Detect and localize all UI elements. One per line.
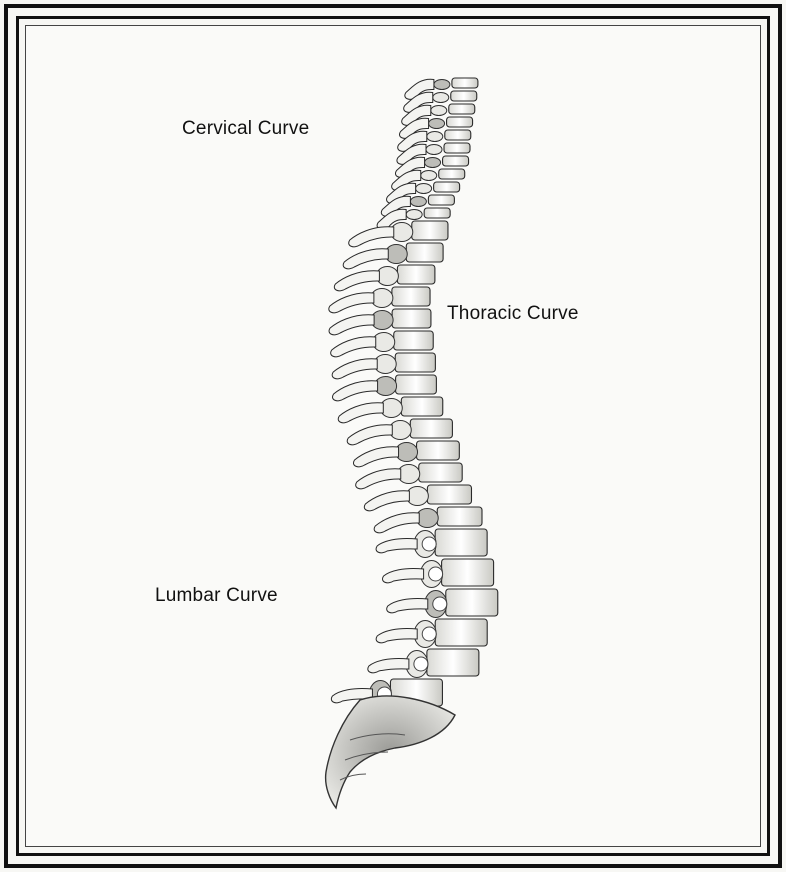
vertebral-body [445, 130, 471, 140]
vertebral-body [395, 353, 435, 372]
spinous-process [364, 491, 409, 511]
vertebral-body [401, 397, 442, 416]
spinous-process [376, 628, 417, 642]
vertebral-body [424, 208, 450, 218]
vertebrae-group [329, 78, 498, 708]
thoracic-curve-label: Thoracic Curve [447, 303, 579, 325]
vertebral-body [392, 287, 430, 306]
vertebral-body [397, 265, 435, 284]
vertebral-body [412, 221, 448, 240]
vertebra [368, 649, 479, 678]
vertebral-body [428, 195, 454, 205]
vertebra [376, 529, 487, 558]
spinous-process [347, 425, 392, 445]
spinous-process [368, 658, 409, 672]
spinous-process [329, 315, 374, 335]
lumbar-curve-label: Lumbar Curve [155, 585, 278, 607]
spinous-process [332, 359, 377, 379]
spinous-process [343, 249, 388, 269]
vertebral-arch [406, 210, 422, 220]
vertebral-arch [416, 184, 432, 194]
vertebral-body [443, 156, 469, 166]
vertebral-body [444, 143, 470, 153]
vertebra [376, 619, 487, 648]
vertebral-body [449, 104, 475, 114]
vertebral-arch [425, 158, 441, 168]
vertebral-arch [429, 119, 445, 129]
vertebral-arch [431, 106, 447, 116]
spinous-process [387, 598, 428, 612]
vertebral-body [435, 619, 487, 646]
spinous-process [333, 381, 378, 401]
spinous-process [374, 513, 419, 533]
intervertebral-foramen [414, 657, 428, 671]
spinous-process [383, 568, 424, 582]
spinous-process [334, 271, 379, 291]
spinous-process [353, 447, 398, 467]
vertebral-body [419, 463, 462, 482]
vertebral-arch [426, 145, 442, 155]
vertebra [383, 559, 494, 588]
vertebral-body [451, 91, 477, 101]
vertebral-body [434, 182, 460, 192]
spinous-process [376, 538, 417, 552]
vertebral-body [452, 78, 478, 88]
spinous-process [329, 293, 374, 313]
vertebral-body [410, 419, 452, 438]
intervertebral-foramen [433, 597, 447, 611]
vertebral-body [447, 117, 473, 127]
spinous-process [356, 469, 401, 489]
vertebral-body [437, 507, 482, 526]
vertebral-body [406, 243, 443, 262]
vertebral-body [446, 589, 498, 616]
vertebral-body [417, 441, 460, 460]
spinous-process [338, 403, 383, 423]
intervertebral-foramen [422, 627, 436, 641]
vertebral-body [435, 529, 487, 556]
vertebra [387, 589, 498, 618]
vertebral-body [392, 309, 431, 328]
vertebral-arch [421, 171, 437, 181]
spinous-process [349, 227, 394, 247]
vertebral-arch [433, 93, 449, 103]
vertebral-arch [427, 132, 443, 142]
cervical-curve-label: Cervical Curve [182, 118, 309, 140]
intervertebral-foramen [429, 567, 443, 581]
vertebral-body [427, 649, 479, 676]
sacrum [326, 696, 455, 808]
intervertebral-foramen [422, 537, 436, 551]
vertebral-arch [410, 197, 426, 207]
vertebral-body [396, 375, 437, 394]
vertebral-body [442, 559, 494, 586]
vertebral-body [394, 331, 433, 350]
spinous-process [331, 337, 376, 357]
vertebral-body [439, 169, 465, 179]
vertebral-arch [434, 80, 450, 90]
vertebral-body [427, 485, 471, 504]
